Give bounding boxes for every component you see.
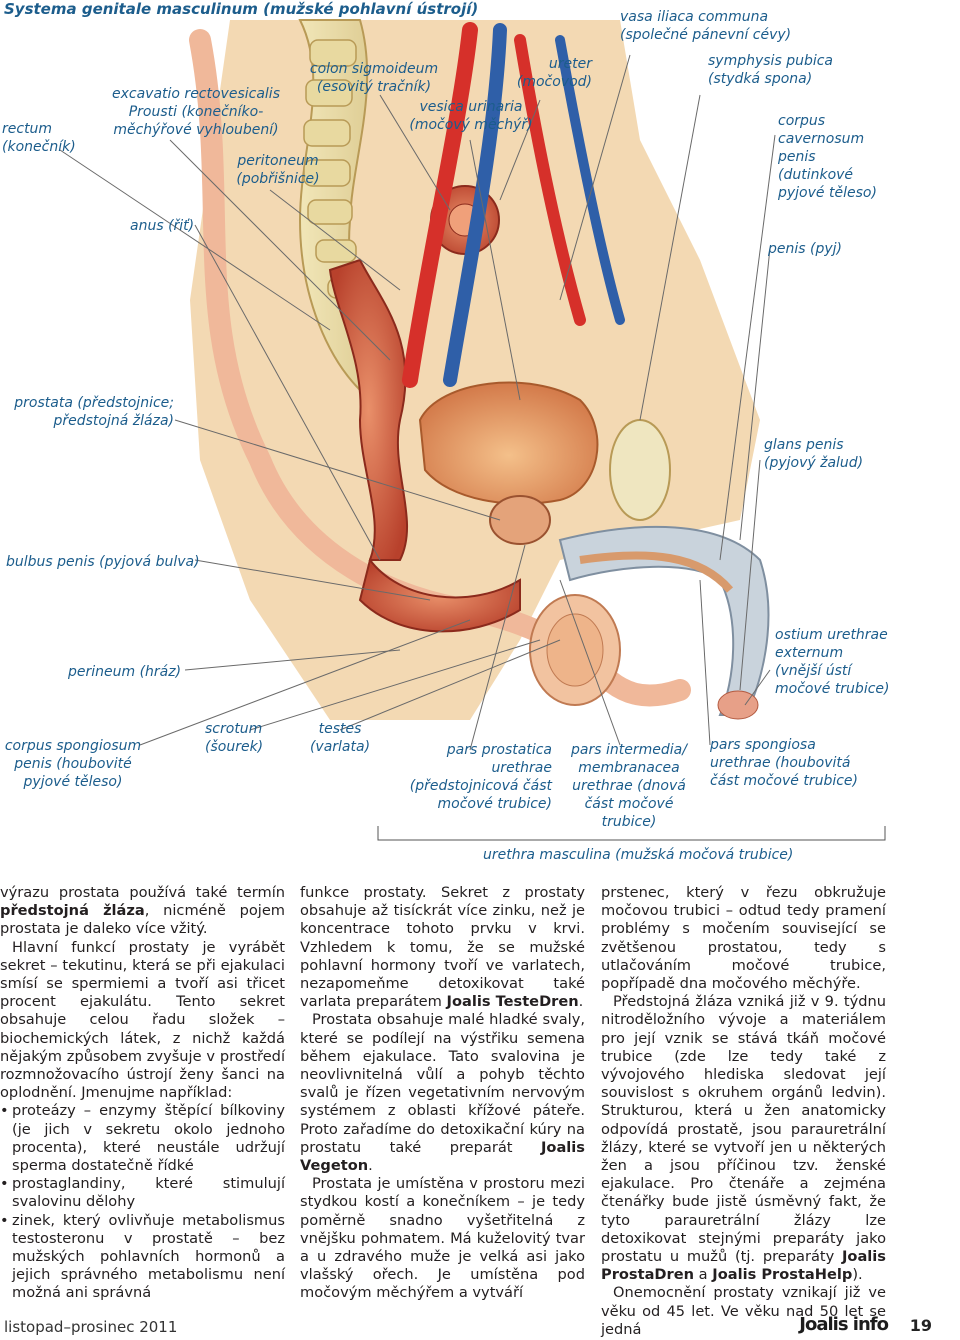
label-scrotum: scrotum(šourek) [205,721,264,755]
label-pars-prostatica: pars prostatica urethrae(předstojnicová … [409,742,552,812]
text-column-2: funkce prostaty. Sekret z prostaty obsa­… [300,884,585,1303]
list-item: prostaglandiny, které stimulují svalovin… [0,1175,285,1211]
label-prostata: prostata (předstojnice;předstojná žláza) [14,395,174,429]
brand-logo: Joalis info [799,1314,889,1335]
label-testes: testes(varlata) [309,721,371,755]
list-item: proteázy – enzymy štěpící bílkoviny (je … [0,1102,285,1175]
label-bulbus: bulbus penis (pyjová bulva) [6,554,200,570]
label-vesica: vesica urinaria(močový měchýř) [409,99,533,133]
paragraph: Předstojná žláza vzniká již v 9. týdnu n… [601,993,886,1284]
paragraph: Hlavní funkcí prostaty je vyrábět sekret… [0,938,285,1102]
paragraph: Onemocnění prostaty vznikají již ve vě­k… [601,1284,886,1338]
label-peritoneum: peritoneum(pobřišnice) [236,153,320,187]
label-urethra: urethra masculina (mužská močová trubice… [483,847,794,863]
figure-title: Systema genitale masculinum (mužské pohl… [4,0,479,18]
label-rectum: rectum(konečník) [2,121,76,155]
label-symphysis: symphysis pubica(stydká spona) [708,53,834,87]
anatomy-figure: Systema genitale masculinum (mužské pohl… [2,0,890,863]
text-column-1: výrazu prostata používá také termín před… [0,884,285,1303]
issue-date: listopad–prosinec 2011 [4,1318,178,1336]
label-perineum: perineum (hráz) [68,664,182,680]
paragraph: výrazu prostata používá také termín před… [0,884,286,938]
label-vasa: vasa iliaca communa(společné pánevní cév… [620,9,792,43]
label-penis: penis (pyj) [768,241,842,257]
text-column-3: prstenec, který v řezu obkružuje močovou… [601,884,886,1339]
bullet-list: proteázy – enzymy štěpící bílkoviny (je … [0,1102,285,1302]
list-item: zinek, který ovlivňuje metabolismus tes­… [0,1212,285,1303]
anatomy-illustration [59,19,886,841]
paragraph: funkce prostaty. Sekret z prostaty obsa­… [300,884,585,1011]
label-colon: colon sigmoideum(esovitý tračník) [309,61,439,95]
page-number: 19 [909,1316,932,1335]
paragraph: Prostata obsahuje malé hladké svaly, kte… [300,1011,585,1175]
label-glans: glans penis(pyjový žalud) [764,437,864,471]
label-anus: anus (řiť) [130,218,195,234]
paragraph: prstenec, který v řezu obkružuje močovou… [601,884,886,993]
label-ureter: ureter(močovod) [516,56,592,90]
paragraph: Prostata je umístěna v prostoru mezi sty… [300,1175,585,1302]
